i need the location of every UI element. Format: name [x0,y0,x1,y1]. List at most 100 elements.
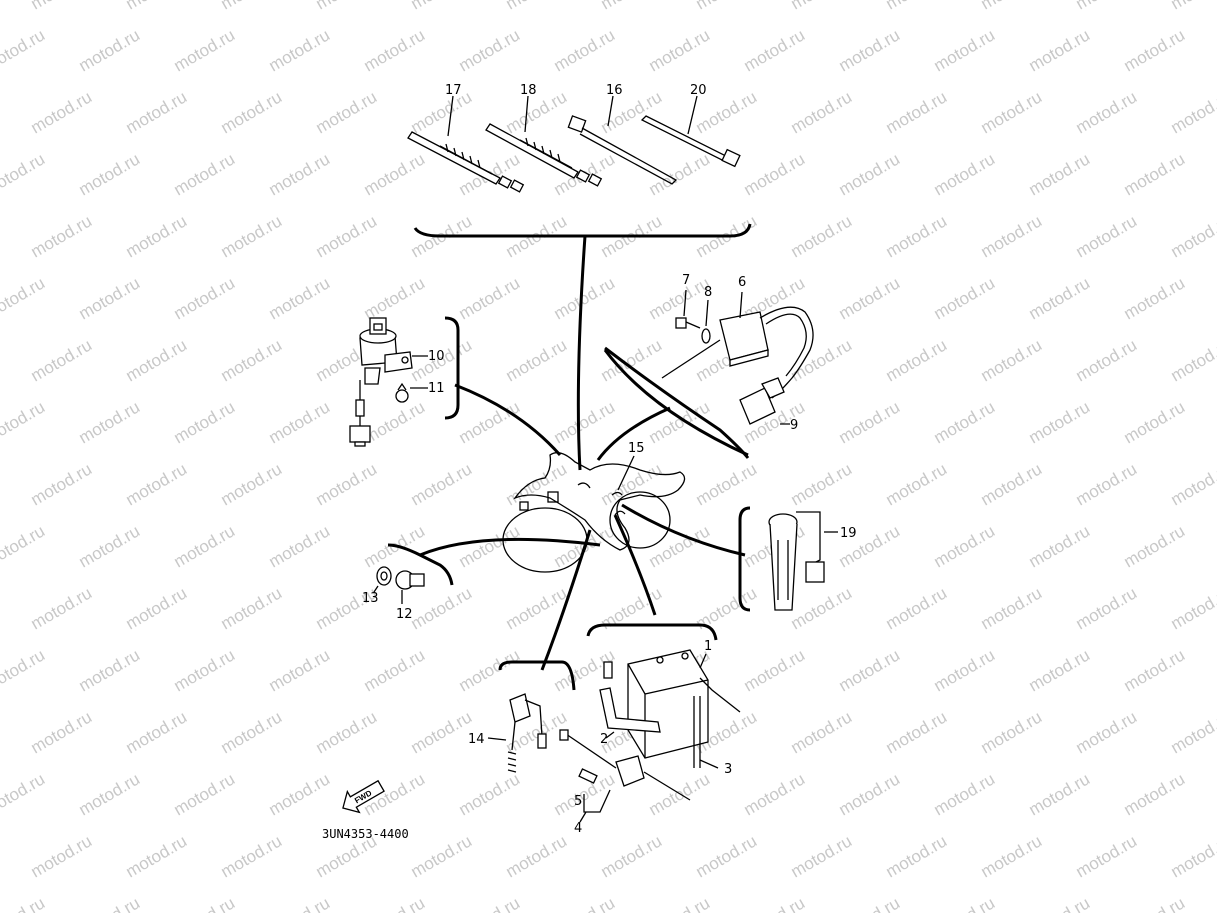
watermark-text: motod.ru [978,459,1046,509]
plug-cap-9[interactable] [739,377,785,425]
watermark-text: motod.ru [218,0,286,13]
screw-11[interactable] [395,382,409,403]
watermark-text: motod.ru [266,645,334,695]
bolt-7[interactable] [675,317,701,329]
watermark-text: motod.ru [456,769,524,819]
watermark-text: motod.ru [741,769,809,819]
wire-harness-19[interactable] [768,511,825,611]
watermark-text: motod.ru [266,25,334,75]
watermark-text: motod.ru [171,149,239,199]
watermark-text: motod.ru [503,0,571,13]
watermark-text: motod.ru [28,583,96,633]
watermark-text: motod.ru [76,149,144,199]
cap-battery [603,661,613,679]
watermark-text: motod.ru [1073,211,1141,261]
watermark-text: motod.ru [646,397,714,447]
watermark-text: motod.ru [741,645,809,695]
watermark-text: motod.ru [788,211,856,261]
watermark-text: motod.ru [218,707,286,757]
callout-7: 7 [682,273,690,288]
watermark-text: motod.ru [171,521,239,571]
ignition-coil-6[interactable] [661,306,814,399]
watermark-text: motod.ru [218,831,286,881]
watermark-text: motod.ru [266,893,334,913]
watermark-text: motod.ru [1073,335,1141,385]
neutral-switch-12[interactable] [395,570,425,590]
fuse-5[interactable] [578,768,598,784]
washer-8[interactable] [701,328,711,344]
watermark-text: motod.ru [123,87,191,137]
watermark-text: motod.ru [0,893,48,913]
watermark-text: motod.ru [836,149,904,199]
watermark-text: motod.ru [883,459,951,509]
breather-pipe-3[interactable] [693,696,719,769]
watermark-text: motod.ru [883,335,951,385]
watermark-text: motod.ru [1168,0,1217,13]
watermark-text: motod.ru [28,831,96,881]
starter-relay-4[interactable] [559,729,691,801]
watermark-text: motod.ru [931,397,999,447]
watermark-text: motod.ru [0,149,48,199]
watermark-text: motod.ru [978,831,1046,881]
watermark-text: motod.ru [313,87,381,137]
watermark-text: motod.ru [313,211,381,261]
callout-16: 16 [606,83,623,98]
watermark-text: motod.ru [408,831,476,881]
cable-tie-20[interactable] [640,115,741,168]
watermark-text: motod.ru [978,335,1046,385]
watermark-text: motod.ru [313,707,381,757]
watermark-text: motod.ru [931,149,999,199]
watermark-text: motod.ru [646,769,714,819]
watermark-text: motod.ru [123,707,191,757]
watermark-text: motod.ru [1073,0,1141,13]
callout-4: 4 [574,821,582,836]
watermark-text: motod.ru [646,25,714,75]
watermark-text: motod.ru [741,893,809,913]
watermark-text: motod.ru [1168,87,1217,137]
watermark-text: motod.ru [1026,893,1094,913]
watermark-text: motod.ru [266,397,334,447]
watermark-text: motod.ru [1121,149,1189,199]
watermark-text: motod.ru [788,87,856,137]
callout-14: 14 [468,732,485,747]
watermark-text: motod.ru [646,521,714,571]
watermark-text: motod.ru [0,397,48,447]
watermark-text: motod.ru [598,831,666,881]
watermark-text: motod.ru [1073,87,1141,137]
watermark-text: motod.ru [1026,273,1094,323]
callout-3: 3 [724,762,732,777]
watermark-text: motod.ru [978,211,1046,261]
watermark-text: motod.ru [313,0,381,13]
watermark-text: motod.ru [456,25,524,75]
watermark-text: motod.ru [1073,831,1141,881]
watermark-text: motod.ru [978,0,1046,13]
watermark-text: motod.ru [883,0,951,13]
watermark-text: motod.ru [123,335,191,385]
watermark-text: motod.ru [76,25,144,75]
watermark-text: motod.ru [1026,521,1094,571]
battery-band-2[interactable] [599,687,661,733]
watermark-text: motod.ru [0,273,48,323]
spark-cable-14[interactable] [507,693,547,773]
gasket-13[interactable] [376,566,392,586]
watermark-text: motod.ru [978,87,1046,137]
watermark-text: motod.ru [1168,707,1217,757]
watermark-text: motod.ru [1026,769,1094,819]
watermark-text: motod.ru [836,769,904,819]
cable-tie-17[interactable] [407,131,525,193]
callout-5: 5 [574,794,582,809]
cable-ties-group [407,95,752,238]
bracket-lines [387,316,751,691]
watermark-text: motod.ru [693,459,761,509]
watermark-text: motod.ru [1026,397,1094,447]
cable-tie-18[interactable] [485,123,603,187]
cable-tie-16[interactable] [567,115,678,185]
watermark-text: motod.ru [931,25,999,75]
motorcycle-frame [502,452,686,573]
main-switch[interactable] [349,317,413,447]
callout-12: 12 [396,607,413,622]
leader-lines [419,235,749,671]
callout-20: 20 [690,83,707,98]
